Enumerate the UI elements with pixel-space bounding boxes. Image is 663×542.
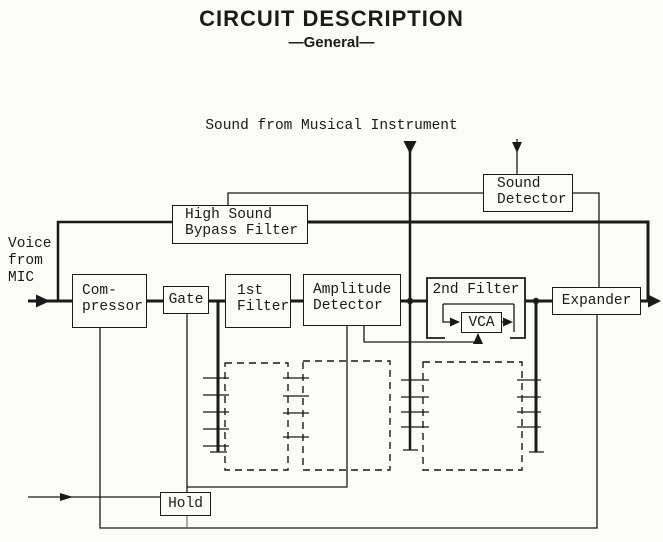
block-sound-detector-label-line1: Sound <box>497 176 541 192</box>
hold-input-arrow <box>60 493 73 501</box>
instrument-input-label: Sound from Musical Instrument <box>205 118 458 134</box>
block-compressor: Com- pressor <box>72 274 147 328</box>
hidden-second-filter-box <box>422 361 523 471</box>
block-hold: Hold <box>160 492 211 516</box>
block-amplitude-detector-label-line2: Detector <box>313 298 383 314</box>
page-subtitle: —General— <box>288 34 375 51</box>
block-high-sound-bypass-filter: High Sound Bypass Filter <box>172 205 308 244</box>
sound-detector-to-expander-line <box>572 192 600 287</box>
instrument-bus-line <box>403 141 417 450</box>
amplitude-detector-hold-line <box>187 326 348 488</box>
compressor-expander-link-line <box>99 315 598 529</box>
mic-input-label-line1: Voice <box>8 236 52 252</box>
block-compressor-label-line2: pressor <box>82 299 143 315</box>
second-filter-internal-lines <box>442 303 515 332</box>
channel-connection-ticks <box>203 377 544 453</box>
block-expander-label: Expander <box>561 293 632 309</box>
mic-input-arrow <box>36 294 50 308</box>
block-first-filter-label-line2: Filter <box>237 299 290 315</box>
main-signal-line <box>28 294 661 308</box>
block-sound-detector-label-line2: Detector <box>497 192 567 208</box>
block-expander: Expander <box>552 287 641 315</box>
bypass-branch-line <box>56 220 650 301</box>
block-vca: VCA <box>461 312 502 333</box>
mic-input-label-line3: MIC <box>8 270 35 286</box>
instrument-input-arrow <box>403 141 417 154</box>
output-arrow <box>648 294 661 308</box>
block-high-sound-bypass-filter-label-line1: High Sound <box>185 207 273 223</box>
vca-input-arrow <box>450 317 460 327</box>
second-filter-outline <box>426 277 526 339</box>
block-gate-label: Gate <box>168 292 204 308</box>
block-sound-detector: Sound Detector <box>483 174 573 212</box>
mic-input-label-line2: from <box>8 253 43 269</box>
vca-control-arrow <box>473 333 483 344</box>
block-vca-label: VCA <box>468 314 495 331</box>
block-first-filter: 1st Filter <box>225 274 291 328</box>
hold-input-line <box>28 493 160 501</box>
sound-detector-input-line <box>512 139 522 175</box>
page-title: CIRCUIT DESCRIPTION <box>199 6 464 31</box>
hidden-first-filter-box <box>224 362 289 471</box>
sound-detector-to-bypass-filter-line <box>227 192 483 205</box>
block-second-filter-label: 2nd Filter <box>432 282 520 298</box>
vca-control-line <box>363 326 483 344</box>
block-compressor-label-line1: Com- <box>82 283 117 299</box>
block-first-filter-label-line1: 1st <box>237 283 264 299</box>
block-gate: Gate <box>163 286 209 314</box>
block-high-sound-bypass-filter-label-line2: Bypass Filter <box>185 223 299 239</box>
hidden-channel-dashed-boxes <box>224 360 523 471</box>
hidden-amplitude-detector-box <box>302 360 391 471</box>
block-amplitude-detector-label-line1: Amplitude <box>313 282 392 298</box>
block-amplitude-detector: Amplitude Detector <box>303 274 401 326</box>
vca-output-arrow <box>503 317 513 327</box>
block-hold-label: Hold <box>168 496 203 512</box>
sound-detector-input-arrow <box>512 142 522 153</box>
